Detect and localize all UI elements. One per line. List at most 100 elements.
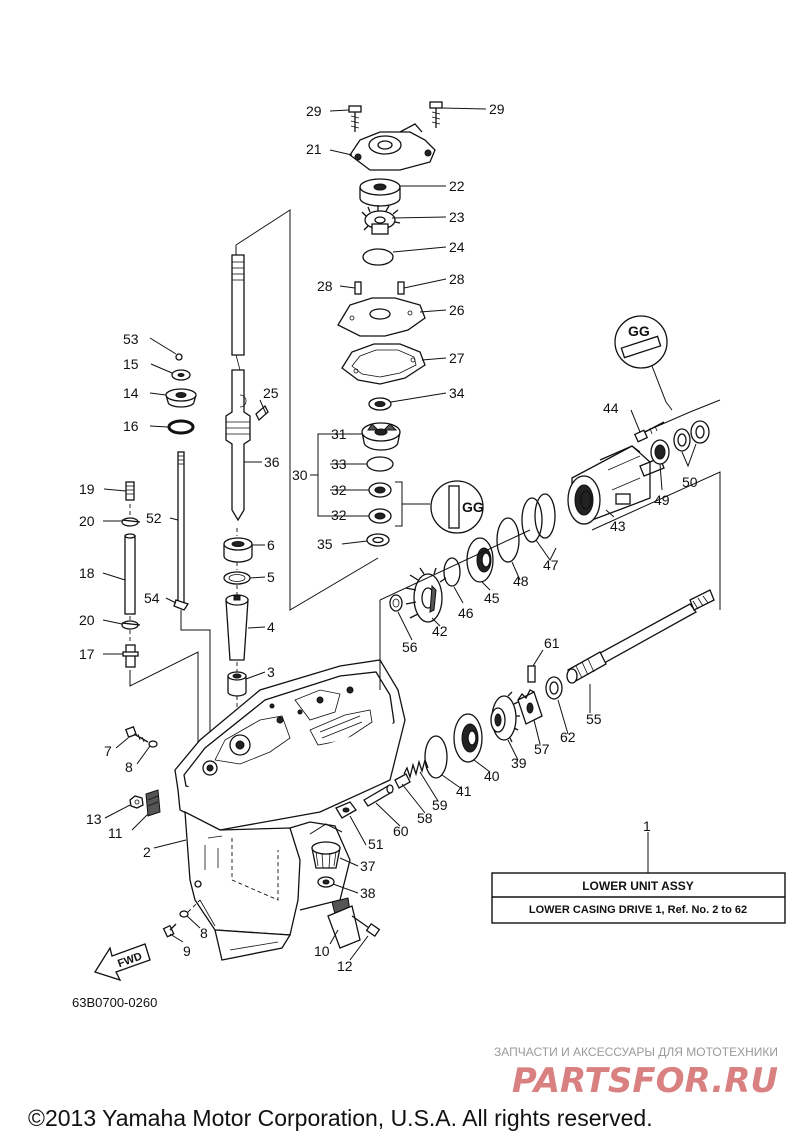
callout-25: 25 [263,385,279,401]
callout-18: 18 [79,565,95,581]
clutch-pin-62 [545,676,563,700]
callout-10: 10 [314,943,330,959]
callout-30: 30 [292,467,308,483]
impeller-23 [361,205,401,235]
callout-5: 5 [267,569,275,585]
oil-seal-50-right [690,420,710,444]
grease-label-2: GG [462,499,484,515]
callout-32-upper: 32 [331,482,347,498]
callout-51: 51 [368,836,384,852]
dog-clutch-57 [517,689,543,725]
shift-cam-51 [335,801,357,819]
needle-bearing-3 [227,671,247,697]
callout-4: 4 [267,619,275,635]
clip-53 [175,353,183,361]
bearing-49 [650,439,670,465]
callout-46: 46 [458,605,474,621]
shim-46 [443,557,461,587]
o-ring-16 [167,419,195,435]
oil-seal-34 [368,397,392,411]
forward-gear-42 [405,567,447,623]
spring-59 [403,757,429,780]
shim-5 [223,571,251,585]
bolt-19 [125,481,135,501]
oil-seal-32-upper [368,482,392,498]
callout-8-lower: 8 [200,925,208,941]
callout-28-right: 28 [449,271,465,287]
callout-3: 3 [267,664,275,680]
callout-23: 23 [449,209,465,225]
shift-rod-18 [124,533,136,615]
clip-20-lower [121,620,141,630]
callout-12: 12 [337,958,353,974]
bolt-29-right [429,101,443,128]
bearing-housing-43 [567,445,665,525]
callout-20-lower: 20 [79,612,95,628]
callout-9: 9 [183,943,191,959]
outer-plate-26 [337,297,426,337]
bearing-6 [223,537,253,563]
grease-symbol-gc-2: GG [430,480,484,534]
washer-8-lower [179,910,189,918]
oil-seal-32-lower [368,508,392,524]
callout-59: 59 [432,797,448,813]
grease-symbol-gc: GG [614,315,673,411]
callout-2: 2 [143,844,151,860]
callout-26: 26 [449,302,465,318]
clip-20-upper [121,517,141,527]
watermark-brand: PARTSFOR.RU [512,1061,778,1101]
callout-41: 41 [456,783,472,799]
shift-rod-lever-54 [173,599,190,611]
clip-56 [389,594,403,612]
shift-rod-holder-14 [165,388,197,408]
nut-38 [317,876,335,888]
callout-27: 27 [449,350,465,366]
callout-17: 17 [79,646,95,662]
callout-45: 45 [484,590,500,606]
callout-61: 61 [544,635,560,651]
callout-16: 16 [123,418,139,434]
propeller-shaft-55 [566,589,715,684]
callout-40: 40 [484,768,500,784]
nut-13 [129,795,144,809]
fwd-arrow: FWD [94,943,151,982]
callout-52: 52 [146,510,162,526]
seal-housing-31 [361,422,401,451]
callout-53: 53 [123,331,139,347]
o-ring-47-left [521,497,543,543]
callout-31: 31 [331,426,347,442]
callout-1: 1 [643,818,651,834]
shim-41 [424,735,448,779]
callout-34: 34 [449,385,465,401]
callout-37: 37 [360,858,376,874]
callout-49: 49 [654,492,670,508]
copyright-footer: ©2013 Yamaha Motor Corporation, U.S.A. A… [28,1105,653,1131]
callout-48: 48 [513,573,529,589]
bearing-45 [466,537,494,583]
callout-43: 43 [610,518,626,534]
grommet-17 [122,644,139,668]
callout-42: 42 [432,623,448,639]
gasket-27 [341,343,426,385]
callout-32-lower: 32 [331,507,347,523]
callout-29-left: 29 [306,103,322,119]
callout-55: 55 [586,711,602,727]
callout-58: 58 [417,810,433,826]
callout-54: 54 [144,590,160,606]
shift-rod-52 [177,451,185,608]
callout-39: 39 [511,755,527,771]
o-ring-33 [366,456,394,472]
callout-6: 6 [267,537,275,553]
callout-22: 22 [449,178,465,194]
sleeve-4 [225,594,249,661]
callout-20-upper: 20 [79,513,95,529]
callout-50: 50 [682,474,698,490]
callout-11: 11 [108,825,123,841]
callout-28-left: 28 [317,278,333,294]
bearing-40 [453,713,483,763]
pinion-gear-37 [311,841,341,869]
grease-label: GG [628,323,650,339]
callout-19: 19 [79,481,95,497]
bolt-7 [125,726,149,743]
